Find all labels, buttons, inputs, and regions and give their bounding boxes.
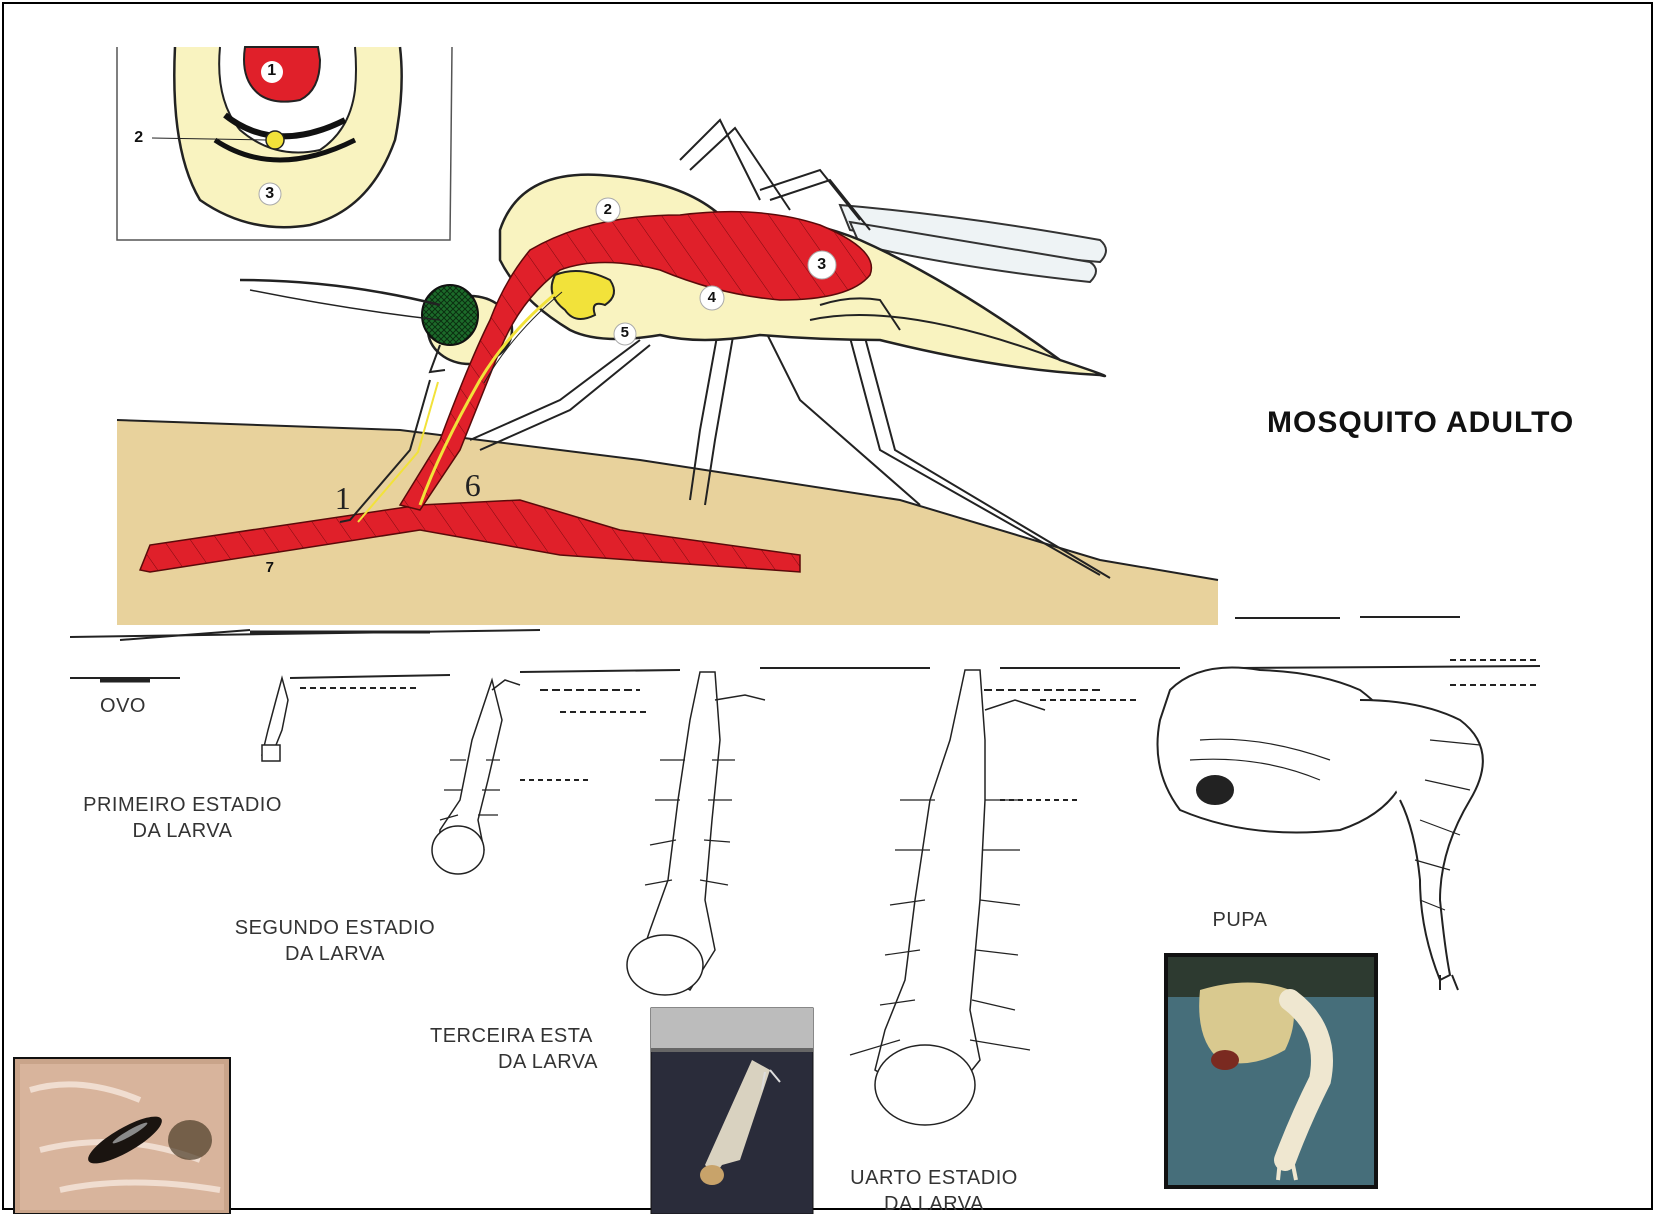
inset-cross-section bbox=[117, 47, 452, 240]
body-label-2: 2 bbox=[596, 197, 620, 223]
proboscis-label-6: 6 bbox=[458, 467, 488, 503]
label-pupa: PUPA bbox=[1195, 907, 1285, 933]
label-terceira-line2: DA LARVA bbox=[430, 1049, 650, 1075]
larva-fourth-instar bbox=[850, 670, 1045, 1125]
inset-label-3: 3 bbox=[258, 181, 282, 207]
label-terceira-line1: TERCEIRA ESTA bbox=[430, 1023, 650, 1049]
skin-surface bbox=[117, 420, 1218, 625]
larva-first-instar bbox=[262, 678, 288, 761]
inset-label-2: 2 bbox=[130, 125, 148, 151]
body-label-7: 7 bbox=[258, 555, 282, 581]
title-mosquito-adulto: MOSQUITO ADULTO bbox=[1267, 406, 1574, 440]
body-label-5: 5 bbox=[613, 320, 637, 346]
inset-label-1: 1 bbox=[260, 58, 284, 84]
label-segundo-line1: SEGUNDO ESTADIO bbox=[190, 915, 480, 941]
label-ovo: OVO bbox=[88, 693, 158, 719]
body-label-4: 4 bbox=[700, 285, 724, 311]
compound-eye bbox=[422, 285, 478, 345]
proboscis-label-1: 1 bbox=[328, 480, 358, 516]
body-label-3: 3 bbox=[810, 252, 834, 278]
larva-third-instar bbox=[627, 672, 765, 995]
inset-nerve-cord bbox=[266, 131, 284, 149]
larva-second-instar bbox=[432, 680, 520, 874]
label-primeiro-estadio: PRIMEIRO ESTADIO DA LARVA bbox=[40, 792, 325, 844]
label-primeiro-line1: PRIMEIRO ESTADIO bbox=[40, 792, 325, 818]
label-segundo-line2: DA LARVA bbox=[190, 941, 480, 967]
egg-photo bbox=[14, 1058, 230, 1214]
pupa-photo bbox=[1164, 953, 1378, 1189]
label-terceira-estadio: TERCEIRA ESTA DA LARVA bbox=[430, 1023, 650, 1075]
larva-photo bbox=[651, 1008, 813, 1214]
label-quarto-estadio: UARTO ESTADIO DA LARVA bbox=[814, 1165, 1054, 1217]
label-primeiro-line2: DA LARVA bbox=[40, 818, 325, 844]
label-segundo-estadio: SEGUNDO ESTADIO DA LARVA bbox=[190, 915, 480, 967]
label-quarto-line1: UARTO ESTADIO bbox=[814, 1165, 1054, 1191]
pupa-drawing bbox=[1158, 668, 1483, 991]
label-quarto-line2: DA LARVA bbox=[814, 1191, 1054, 1217]
